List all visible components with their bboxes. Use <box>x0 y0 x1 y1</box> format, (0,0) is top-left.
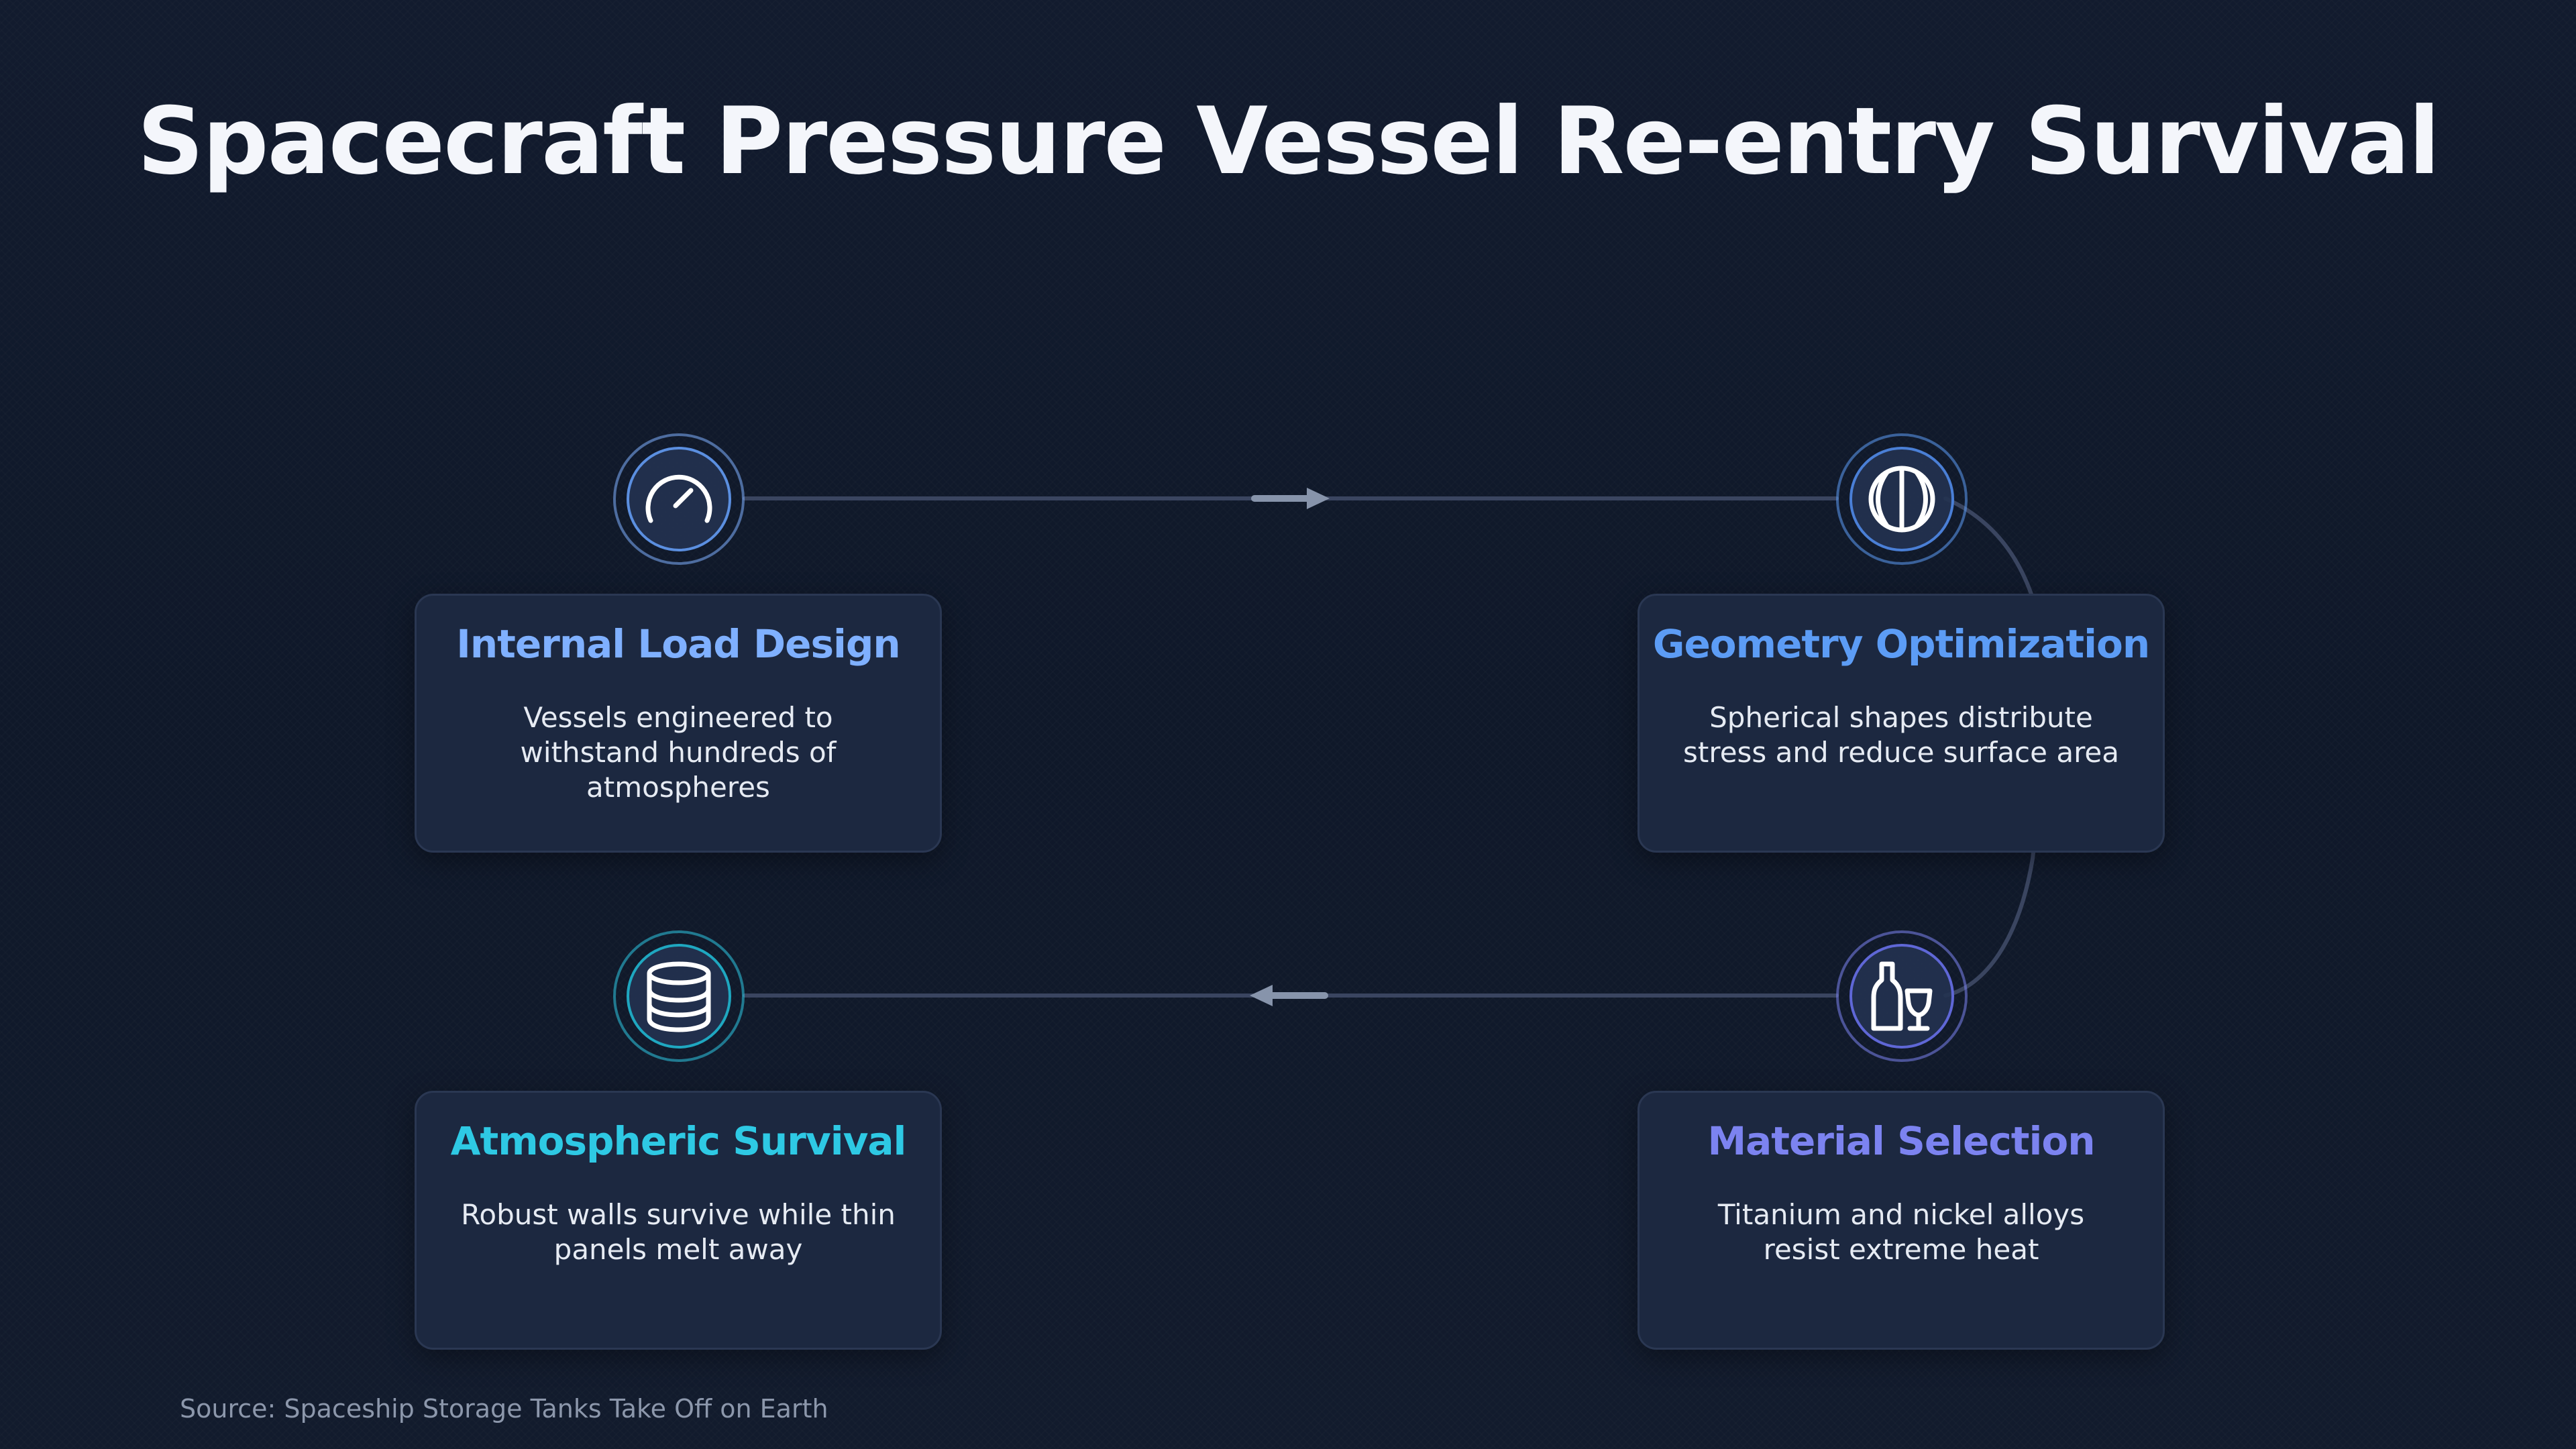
step-description: Spherical shapes distribute stress and r… <box>1683 701 2119 769</box>
step-card-material: Material Selection Titanium and nickel a… <box>1638 1091 2165 1350</box>
arrow-right <box>1251 488 1330 509</box>
step-card-internal-load: Internal Load Design Vessels engineered … <box>415 594 942 853</box>
step-title: Geometry Optimization <box>1652 621 2150 667</box>
step-description: Titanium and nickel alloys resist extrem… <box>1717 1198 2085 1266</box>
step-title: Internal Load Design <box>456 621 900 667</box>
step-title: Material Selection <box>1707 1118 2095 1164</box>
step-description: Robust walls survive while thin panels m… <box>461 1198 896 1266</box>
sphere-icon <box>1868 466 1935 533</box>
arrow-left <box>1250 985 1328 1006</box>
gauge-icon <box>645 474 712 523</box>
step-card-atmospheric: Atmospheric Survival Robust walls surviv… <box>415 1091 942 1350</box>
source-note: Source: Spaceship Storage Tanks Take Off… <box>180 1394 828 1424</box>
step-node-atmospheric <box>613 930 745 1062</box>
page-title: Spacecraft Pressure Vessel Re-entry Surv… <box>137 87 2440 195</box>
step-node-geometry <box>1836 433 1968 565</box>
bottle-glass-icon <box>1871 961 1933 1031</box>
step-title: Atmospheric Survival <box>450 1118 907 1164</box>
step-card-geometry: Geometry Optimization Spherical shapes d… <box>1638 594 2165 853</box>
step-node-material <box>1836 930 1968 1062</box>
step-description: Vessels engineered to withstand hundreds… <box>520 701 837 804</box>
step-node-internal-load <box>613 433 745 565</box>
database-cylinder-icon <box>647 961 711 1032</box>
